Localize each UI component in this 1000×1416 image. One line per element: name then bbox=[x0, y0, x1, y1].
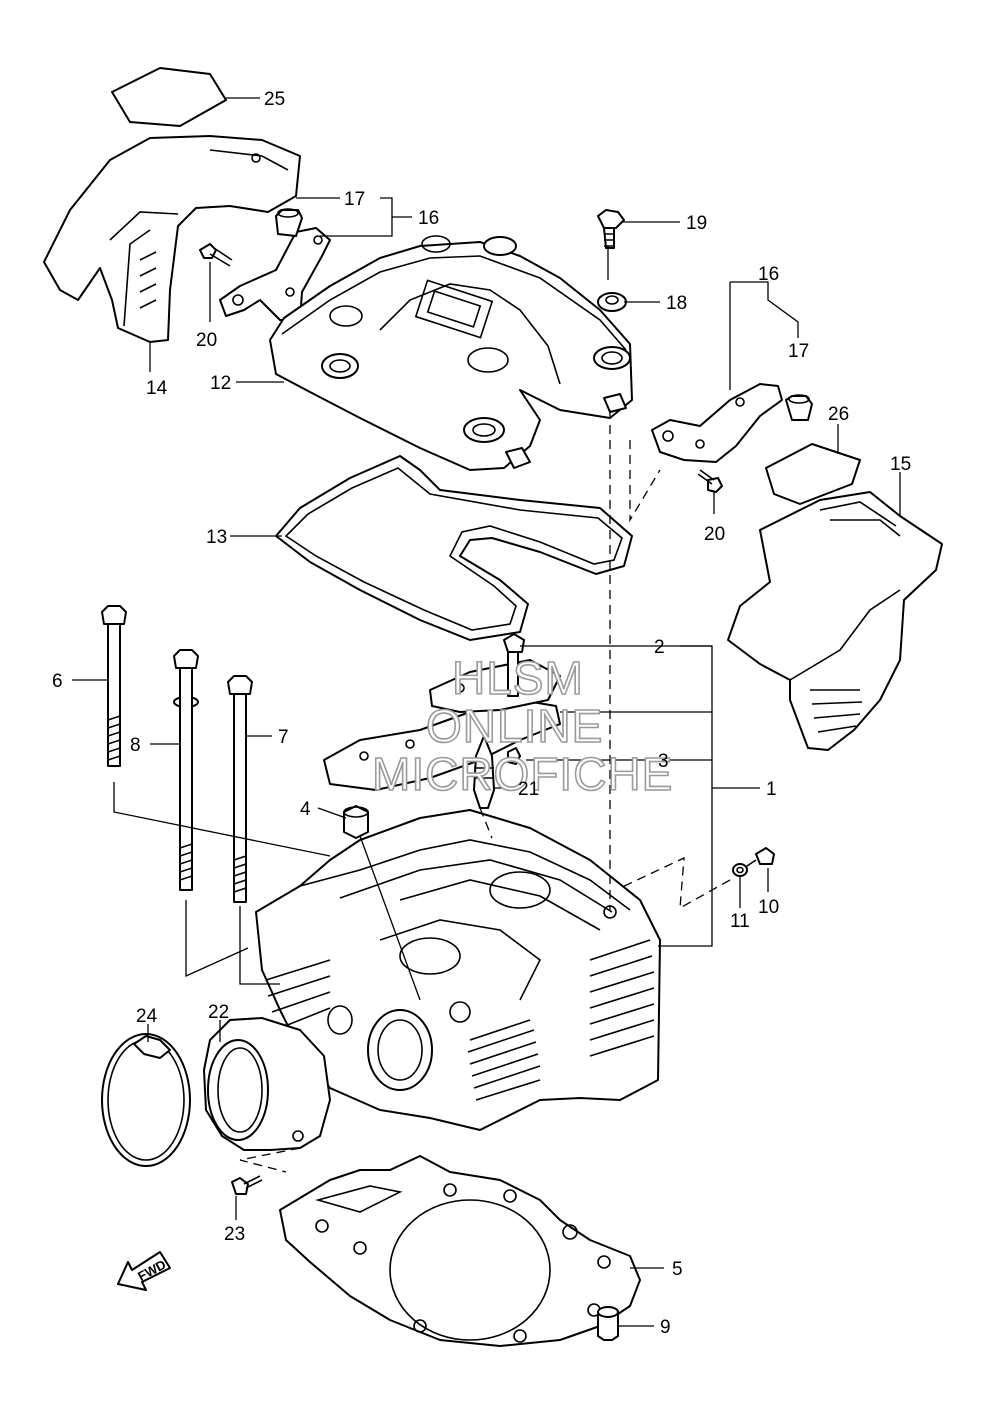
part-12-head-cover[interactable] bbox=[269, 235, 633, 471]
watermark-line1: HLSM bbox=[452, 652, 584, 704]
part-16-right-bracket[interactable] bbox=[651, 383, 783, 463]
part-20-left-bolt[interactable] bbox=[199, 243, 233, 267]
part-10-small-bolt[interactable] bbox=[743, 847, 775, 869]
part-1-cylinder-head[interactable] bbox=[255, 809, 661, 1131]
callout-20-right: 20 bbox=[704, 524, 725, 545]
callout-19: 19 bbox=[686, 213, 707, 234]
part-23-screw[interactable] bbox=[231, 1175, 263, 1195]
callout-24: 24 bbox=[136, 1006, 158, 1027]
part-15-right-cover[interactable] bbox=[727, 491, 943, 751]
part-19-cover-bolt[interactable] bbox=[597, 209, 625, 249]
callout-6: 6 bbox=[52, 671, 63, 692]
callout-labels: 25 17 16 20 14 12 13 19 18 16 17 26 15 2… bbox=[52, 89, 911, 1338]
part-24-hose-clamp[interactable] bbox=[101, 1033, 191, 1167]
part-21-spark-plug[interactable] bbox=[473, 735, 521, 809]
callout-10: 10 bbox=[758, 897, 779, 918]
callout-4: 4 bbox=[300, 799, 311, 820]
part-4-dowel[interactable] bbox=[343, 805, 369, 839]
callout-15: 15 bbox=[890, 454, 911, 475]
part-17-left-grommet[interactable] bbox=[275, 208, 303, 237]
callout-8: 8 bbox=[130, 735, 141, 756]
part-11-washer[interactable] bbox=[732, 863, 748, 877]
callout-12: 12 bbox=[210, 373, 231, 394]
callout-17-right: 17 bbox=[788, 341, 809, 362]
part-25-pad[interactable] bbox=[111, 67, 227, 127]
part-22-intake-pipe[interactable] bbox=[203, 1017, 331, 1151]
part-6-head-bolt[interactable] bbox=[101, 605, 127, 767]
callout-11: 11 bbox=[730, 911, 750, 932]
callout-17-left: 17 bbox=[344, 189, 365, 210]
callout-5: 5 bbox=[672, 1259, 683, 1280]
part-8-head-bolt[interactable] bbox=[173, 649, 199, 891]
callout-9: 9 bbox=[660, 1317, 671, 1338]
leader-lines bbox=[72, 97, 901, 1327]
part-13-cover-gasket[interactable] bbox=[275, 455, 633, 641]
part-7-head-bolt[interactable] bbox=[227, 675, 253, 903]
part-20-right-bolt[interactable] bbox=[697, 469, 723, 493]
part-9-dowel-pin[interactable] bbox=[597, 1306, 619, 1341]
part-2-cam-holder[interactable] bbox=[323, 633, 561, 791]
part-14-left-cover[interactable] bbox=[43, 135, 301, 343]
fwd-arrow-icon: FWD bbox=[117, 1251, 171, 1291]
part-18-washer[interactable] bbox=[597, 292, 627, 312]
callout-20-left: 20 bbox=[196, 330, 217, 351]
callout-18: 18 bbox=[666, 293, 687, 314]
watermark-line3: MICROFICHE bbox=[372, 748, 673, 800]
watermark-line2: ONLINE bbox=[426, 700, 603, 752]
callout-14: 14 bbox=[146, 378, 168, 399]
part-16-left-bracket[interactable] bbox=[219, 227, 331, 321]
callout-3: 3 bbox=[658, 751, 669, 772]
assembly-dashed-lines bbox=[239, 410, 731, 1173]
callout-13: 13 bbox=[206, 527, 227, 548]
part-17-right-grommet[interactable] bbox=[785, 394, 813, 421]
part-5-head-gasket[interactable] bbox=[279, 1155, 641, 1347]
callout-22: 22 bbox=[208, 1002, 229, 1023]
callout-26: 26 bbox=[828, 404, 849, 425]
callout-1: 1 bbox=[766, 779, 777, 800]
watermark: HLSM ONLINE MICROFICHE bbox=[371, 651, 673, 801]
callout-16-left: 16 bbox=[418, 208, 439, 229]
callout-25: 25 bbox=[264, 89, 285, 110]
callout-7: 7 bbox=[278, 727, 289, 748]
callout-21: 21 bbox=[518, 779, 539, 800]
part-26-pad[interactable] bbox=[765, 443, 861, 505]
callout-23: 23 bbox=[224, 1224, 245, 1245]
callout-16-right: 16 bbox=[758, 264, 779, 285]
fwd-label: FWD bbox=[135, 1257, 168, 1284]
callout-2: 2 bbox=[654, 637, 665, 658]
